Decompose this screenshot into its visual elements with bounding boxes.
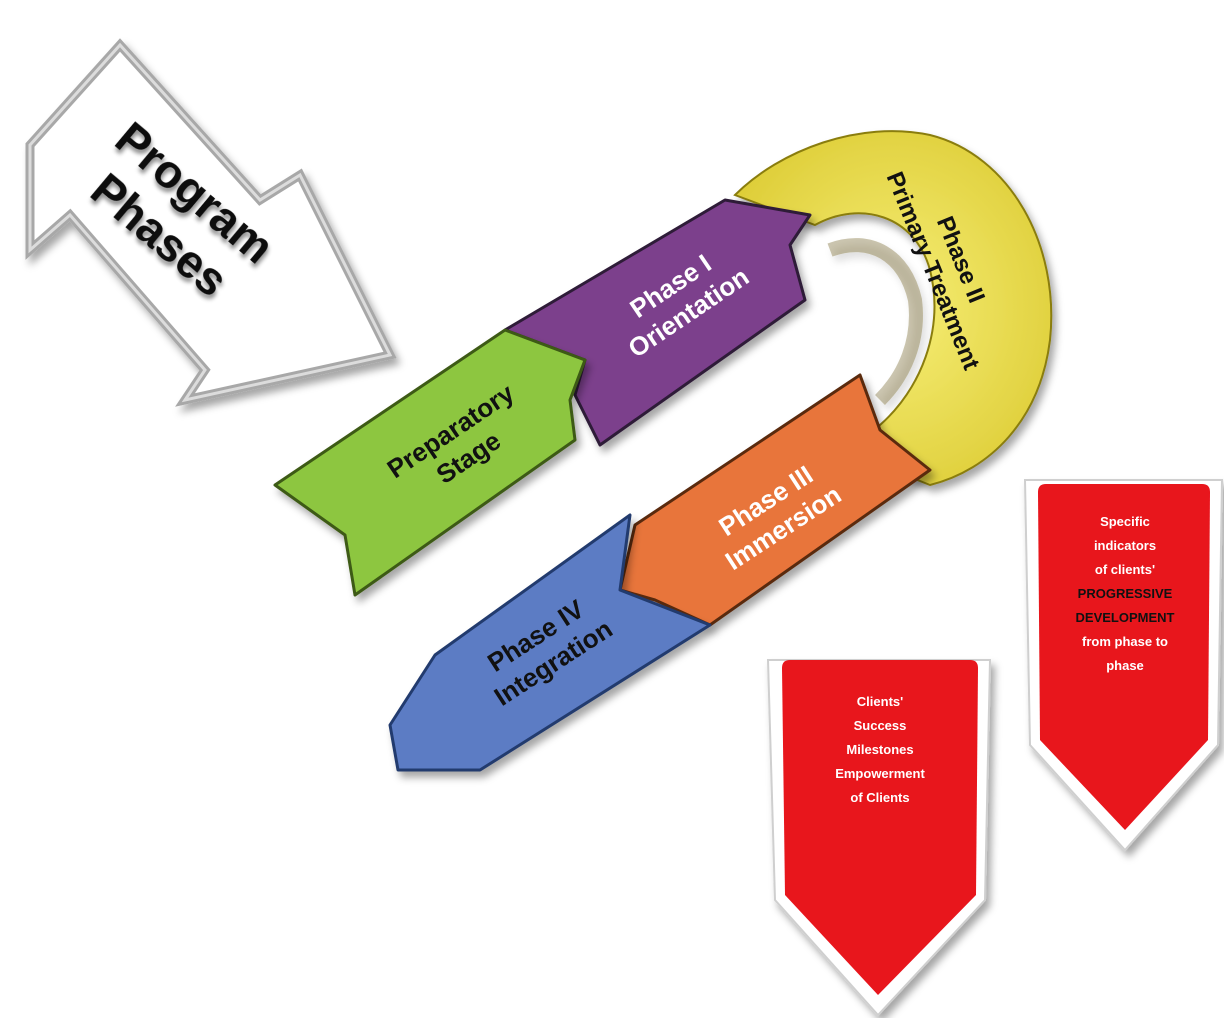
phase-4-segment <box>388 513 712 772</box>
phase-2-segment <box>733 130 1053 487</box>
milestones-line-3: Milestones <box>846 742 914 757</box>
milestones-tag-text: Clients' Success Milestones Empowerment … <box>800 690 960 810</box>
indicators-line-4: PROGRESSIVE <box>1077 586 1173 601</box>
milestones-tag <box>766 659 992 1017</box>
indicators-line-3: of clients' <box>1094 562 1156 577</box>
program-phases-arrow <box>25 38 397 407</box>
milestones-line-2: Success <box>853 718 907 733</box>
indicators-line-2: indicators <box>1093 538 1157 553</box>
milestones-line-1: Clients' <box>856 694 904 709</box>
indicators-tag <box>1023 479 1224 852</box>
preparatory-stage-segment <box>273 328 587 597</box>
indicators-line-5: DEVELOPMENT <box>1075 610 1175 625</box>
milestones-line-4: Empowerment <box>835 766 925 781</box>
indicators-line-7: phase <box>1106 658 1144 673</box>
indicators-tag-text: Specific indicators of clients' PROGRESS… <box>1045 510 1205 678</box>
indicators-line-1: Specific <box>1100 514 1150 529</box>
milestones-line-5: of Clients <box>850 790 910 805</box>
indicators-line-6: from phase to <box>1082 634 1168 649</box>
